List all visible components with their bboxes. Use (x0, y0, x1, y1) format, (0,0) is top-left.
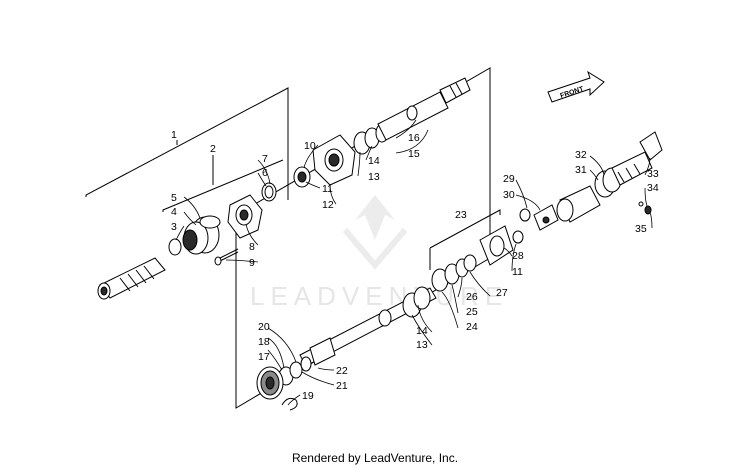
main-shaft-upper (377, 77, 471, 141)
watermark-logo-icon (355, 195, 395, 240)
callout-8: 8 (249, 241, 255, 253)
gear-17 (256, 366, 284, 400)
bolt-9 (214, 248, 239, 266)
callout-13b: 13 (416, 339, 428, 351)
callout-9: 9 (249, 257, 255, 269)
callout-27: 27 (496, 287, 508, 299)
callout-16: 16 (408, 132, 420, 144)
bracket-23 (429, 209, 501, 249)
callout-11b: 11 (512, 266, 523, 278)
stub-shaft (97, 257, 166, 300)
callout-19: 19 (302, 390, 314, 402)
bracket-2 (162, 159, 284, 212)
callout-32: 32 (575, 149, 587, 161)
main-shaft-lower (299, 286, 437, 367)
callout-7: 7 (262, 153, 268, 165)
callout-35: 35 (635, 223, 647, 235)
yoke-shaft-right (556, 131, 663, 223)
callout-23: 23 (455, 209, 467, 221)
callout-11a: 11 (322, 183, 333, 195)
callout-26: 26 (466, 291, 478, 303)
bearing-carrier-12 (312, 134, 356, 186)
footer-credit: Rendered by LeadVenture, Inc. (291, 451, 459, 465)
u-joint-cross (519, 204, 559, 231)
callout-2: 2 (210, 143, 216, 155)
callout-31: 31 (575, 164, 587, 176)
front-arrow-icon: FRONT (547, 70, 605, 103)
boot-4-5 (182, 215, 221, 255)
callout-12: 12 (322, 199, 334, 211)
shaft-assembly-frame (235, 67, 491, 409)
callout-18: 18 (258, 336, 270, 348)
callout-5: 5 (171, 192, 177, 204)
callout-15: 15 (408, 148, 420, 160)
callout-34: 34 (647, 182, 659, 194)
callout-24: 24 (466, 321, 478, 333)
callout-30: 30 (503, 189, 515, 201)
callout-14a: 14 (368, 155, 380, 167)
watermark: LEADVENTURE (250, 195, 508, 311)
callout-25: 25 (466, 306, 478, 318)
leader-lines (175, 119, 653, 406)
callout-14b: 14 (416, 325, 428, 337)
callout-33: 33 (647, 168, 659, 180)
bolt-35 (644, 205, 652, 215)
callout-29: 29 (503, 173, 515, 185)
callout-1: 1 (171, 129, 177, 141)
callout-4: 4 (171, 206, 177, 218)
callout-13a: 13 (368, 171, 380, 183)
callout-10: 10 (304, 140, 316, 152)
callout-6: 6 (262, 167, 268, 179)
callout-3: 3 (171, 221, 177, 233)
callouts: 1 2 3 4 5 6 7 8 9 10 11 12 13 14 15 16 1… (171, 129, 659, 402)
callout-28: 28 (512, 250, 524, 262)
callout-20: 20 (258, 321, 270, 333)
bracket-1 (85, 87, 289, 197)
nut-3 (168, 238, 182, 256)
snap-ring-19 (281, 397, 298, 411)
watermark-text: LEADVENTURE (250, 281, 508, 311)
callout-21: 21 (336, 380, 348, 392)
callout-17: 17 (258, 351, 270, 363)
callout-22: 22 (336, 365, 348, 377)
yoke-28 (479, 225, 524, 266)
hub-8 (227, 194, 263, 239)
